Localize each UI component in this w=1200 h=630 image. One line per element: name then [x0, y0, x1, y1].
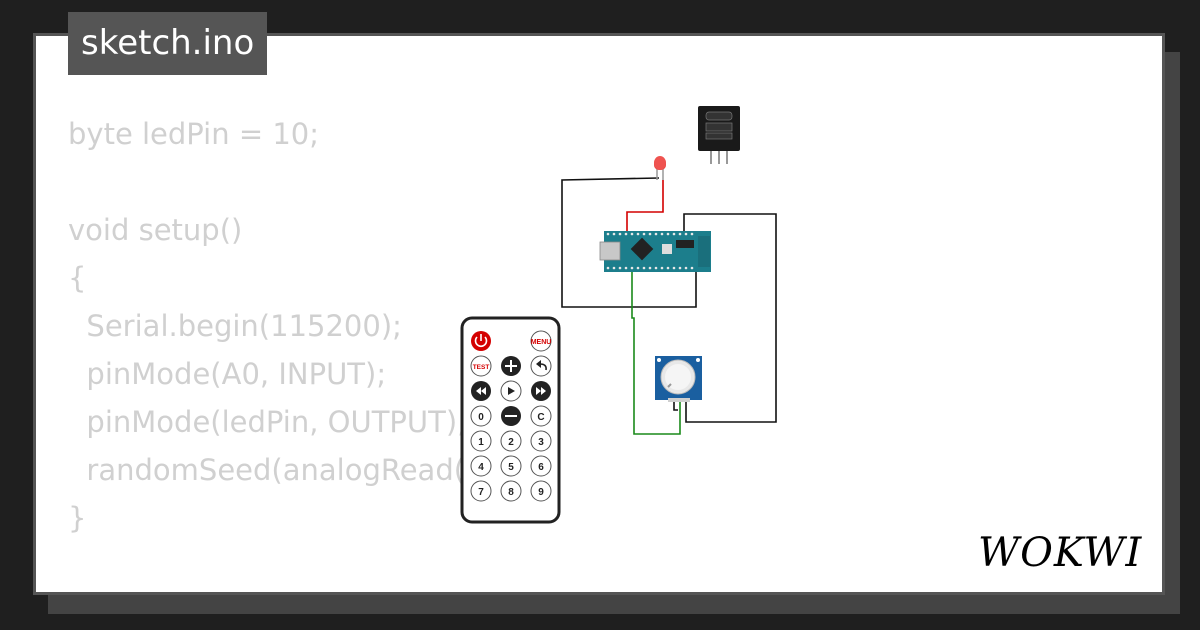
- remote-keys: 0 C 1 2 3 4 5 6 7 8 9: [470, 405, 552, 502]
- menu-label: MENU: [531, 339, 552, 346]
- remote-key-6[interactable]: 6: [530, 455, 552, 477]
- ir-receiver[interactable]: [698, 106, 740, 164]
- wires: [561, 177, 777, 435]
- arduino-nano[interactable]: [599, 231, 711, 272]
- remote-key-4[interactable]: 4: [470, 455, 492, 477]
- remote-key-2[interactable]: 2: [500, 430, 522, 452]
- play-button[interactable]: [500, 380, 522, 402]
- remote-key-9[interactable]: 9: [530, 480, 552, 502]
- plus-button[interactable]: [501, 356, 521, 376]
- remote-key-label: 5: [508, 462, 514, 473]
- next-button[interactable]: [531, 381, 551, 401]
- wire-black-pot-gnd: [673, 400, 678, 411]
- remote-key-c[interactable]: C: [530, 405, 552, 427]
- power-button[interactable]: [471, 331, 491, 351]
- remote-key-1[interactable]: 1: [470, 430, 492, 452]
- remote-key-label: 8: [508, 487, 514, 498]
- wokwi-logo-text: WOKWI: [978, 530, 1142, 576]
- remote-key-label: 7: [478, 487, 484, 498]
- remote-key-label: 3: [538, 437, 544, 448]
- remote-key-7[interactable]: 7: [470, 480, 492, 502]
- remote-key-label: 4: [478, 462, 484, 473]
- remote-key-label: 1: [478, 437, 484, 448]
- remote-key-label: 9: [538, 487, 544, 498]
- remote-key-label: C: [537, 412, 544, 423]
- test-button[interactable]: TEST: [470, 355, 492, 377]
- menu-button[interactable]: MENU: [530, 330, 552, 352]
- remote-key-3[interactable]: 3: [530, 430, 552, 452]
- remote-key-label: 0: [478, 412, 484, 423]
- remote-key-5[interactable]: 5: [500, 455, 522, 477]
- red-led[interactable]: [654, 156, 666, 180]
- wire-green-pot-signal: [631, 270, 681, 435]
- preview-card: byte ledPin = 10; void setup() { Serial.…: [33, 33, 1165, 595]
- wire-red-led-pin: [626, 180, 664, 232]
- back-button[interactable]: [530, 355, 552, 377]
- remote-key-8[interactable]: 8: [500, 480, 522, 502]
- file-tab[interactable]: sketch.ino: [68, 12, 268, 75]
- nano-pins-bottom: [606, 266, 694, 270]
- wokwi-logo: WOKWI: [978, 530, 1142, 576]
- ir-remote[interactable]: MENU TEST: [460, 316, 561, 524]
- remote-key-0[interactable]: 0: [470, 405, 492, 427]
- code-preview: byte ledPin = 10; void setup() { Serial.…: [68, 117, 516, 535]
- remote-key-label: 2: [508, 437, 514, 448]
- potentiometer[interactable]: [655, 356, 702, 402]
- remote-key-label: 6: [538, 462, 544, 473]
- prev-button[interactable]: [471, 381, 491, 401]
- wire-black-pot-vcc: [683, 213, 777, 423]
- test-label: TEST: [473, 364, 490, 371]
- wire-black-led-gnd: [561, 177, 697, 308]
- nano-pins-top: [606, 232, 694, 236]
- minus-button[interactable]: [501, 406, 521, 426]
